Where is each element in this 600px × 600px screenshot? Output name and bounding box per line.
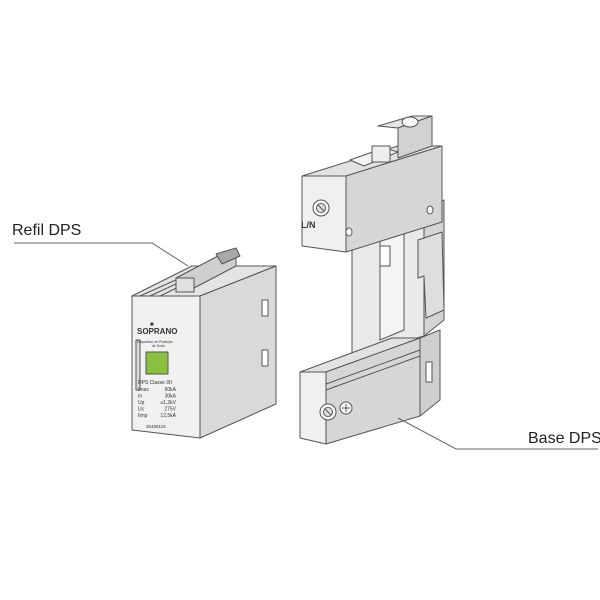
refil-spec-key: Uc — [138, 407, 145, 413]
refil-product-code: 30460115 — [146, 424, 166, 429]
refil-front-label: ■ SOPRANO Dispositivo de Proteção de Sur… — [137, 322, 177, 429]
base-leader-line — [397, 417, 598, 450]
base-dps-callout: Base DPS — [528, 430, 600, 447]
refil-spec-value: 30kA — [165, 394, 177, 400]
refil-spec-key: In — [138, 394, 142, 400]
refil-spec-value: ≤1,2kV — [160, 400, 176, 406]
refil-leader-line — [14, 242, 189, 267]
refil-dps-module — [131, 247, 277, 439]
refil-subtitle-1: Dispositivo de Proteção — [137, 340, 173, 344]
refil-spec-value: 12,5kA — [160, 413, 176, 419]
refil-brand: SOPRANO — [137, 327, 177, 336]
refil-subtitle-2: de Surto — [152, 344, 165, 348]
refil-logo-mark: ■ — [150, 322, 154, 328]
base-terminal-label: L/N — [301, 220, 316, 230]
refil-spec-table: Imax 60kA In 30kA Up ≤1,2kV Uc 275V Iimp 12,5kA — [138, 387, 177, 419]
refil-dps-callout: Refil DPS — [12, 222, 82, 239]
base-dps-module — [299, 115, 445, 445]
refil-spec-key: Up — [138, 400, 145, 406]
refil-class-label: DPS Classe I/II — [138, 380, 172, 386]
refil-spec-value: 275V — [164, 407, 176, 413]
refil-spec-key: Iimp — [138, 413, 148, 419]
refil-spec-key: Imax — [138, 387, 149, 393]
refil-spec-value: 60kA — [165, 387, 177, 393]
